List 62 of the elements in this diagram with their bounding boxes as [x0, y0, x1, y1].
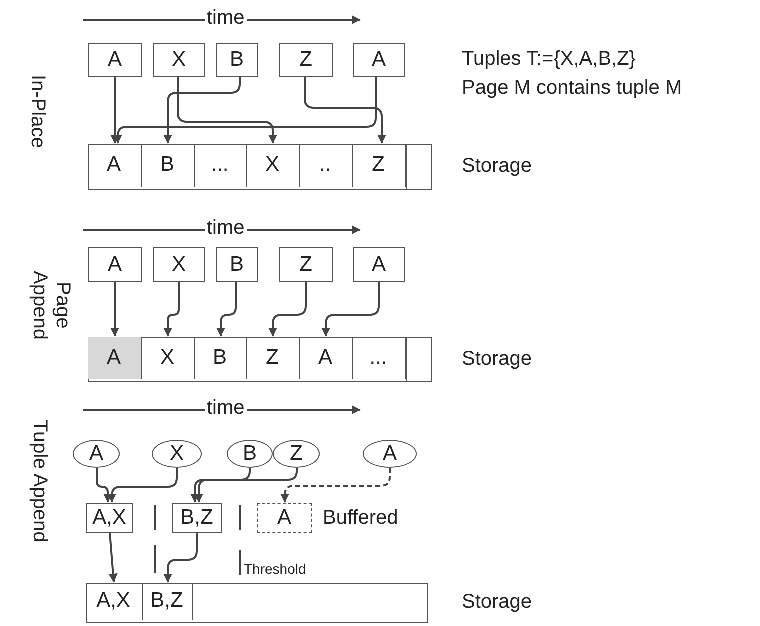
- tuple-oval: X: [152, 440, 202, 468]
- tuple-box: B: [216, 43, 258, 77]
- arrow: [194, 468, 298, 503]
- storage-cell: B,Z: [142, 582, 192, 620]
- arrow: [164, 533, 198, 583]
- arrow: [164, 282, 180, 337]
- threshold-label: Threshold: [244, 561, 306, 578]
- tuple-box: B,Z: [172, 503, 222, 533]
- tuple-box: A,X: [86, 503, 133, 533]
- storage-label: Storage: [462, 348, 532, 370]
- arrow: [190, 468, 251, 503]
- storage-label: Storage: [462, 155, 532, 178]
- arrow: [108, 532, 118, 583]
- tuple-oval: B: [227, 440, 273, 468]
- storage-cell: A: [300, 336, 352, 378]
- storage-array: [86, 583, 428, 623]
- arrow: [110, 77, 120, 144]
- tuple-box: X: [153, 247, 205, 282]
- storage-cell: Z: [246, 336, 300, 378]
- storage-array: [88, 144, 432, 190]
- arrow: [322, 282, 380, 337]
- section-label: Tuple Append: [28, 420, 51, 543]
- tuple-box: B: [216, 247, 258, 282]
- storage-cell: X: [142, 336, 194, 378]
- tuple-oval: Z: [273, 440, 320, 468]
- storage-label: Storage: [462, 591, 532, 614]
- tuple-oval: A: [73, 440, 120, 468]
- storage-cell: ...: [194, 144, 246, 186]
- storage-cell: X: [246, 144, 300, 186]
- tuple-box: X: [153, 43, 205, 77]
- buffered-label: Buffered: [323, 507, 398, 530]
- arrow: [280, 468, 391, 503]
- tuple-box: A: [88, 43, 142, 77]
- note-text: Page M contains tuple M: [462, 77, 682, 100]
- storage-cell: Z: [352, 144, 406, 186]
- tuple-box: A: [353, 247, 405, 282]
- storage-cell: A: [88, 336, 142, 378]
- arrow: [268, 282, 307, 337]
- arrow: [114, 77, 377, 144]
- storage-cell: B: [142, 144, 194, 186]
- arrow: [108, 468, 178, 503]
- note-text: Tuples T:={X,A,B,Z}: [462, 48, 636, 71]
- tuple-box: Z: [279, 43, 333, 77]
- buffer-box: A: [257, 503, 312, 533]
- section-label: In-Place: [26, 75, 49, 148]
- tuple-oval: A: [363, 440, 417, 468]
- storage-cell: ...: [352, 336, 406, 378]
- storage-cell: ..: [300, 144, 352, 186]
- storage-array: [88, 337, 432, 382]
- storage-cell: B: [194, 336, 246, 378]
- arrow: [216, 282, 237, 337]
- arrow: [304, 77, 386, 144]
- section-label: Page Append: [28, 270, 74, 342]
- arrow: [164, 77, 241, 144]
- tuple-box: A: [88, 247, 142, 282]
- tuple-box: A: [353, 43, 405, 77]
- arrow: [177, 77, 278, 144]
- tuple-box: Z: [279, 247, 333, 282]
- storage-cell: A,X: [86, 582, 142, 620]
- arrow: [96, 468, 112, 503]
- arrow: [110, 282, 120, 337]
- storage-cell: A: [88, 144, 142, 186]
